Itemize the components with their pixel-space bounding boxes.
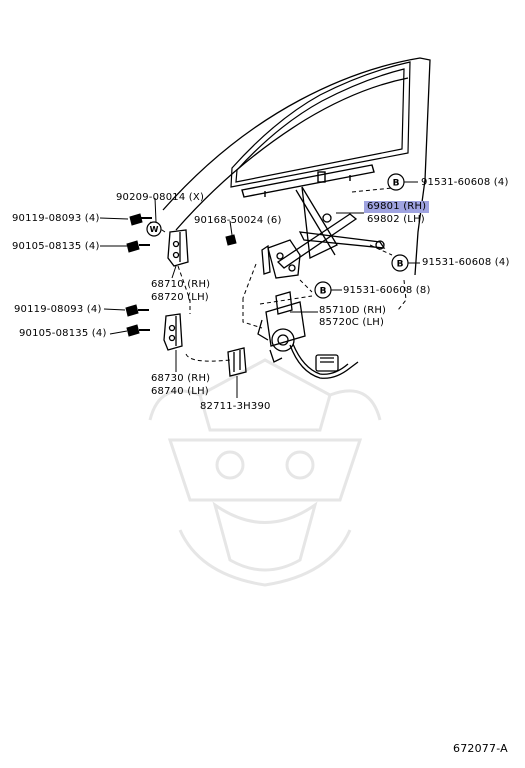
part-label-68740: 68740 (LH) (151, 386, 209, 397)
door-frame (162, 57, 431, 276)
leader-lines (99, 181, 420, 398)
callout-b-2: B (397, 260, 404, 270)
part-label-68720: 68720 (LH) (151, 292, 209, 303)
part-label-90119-08093-lower: 90119-08093 (4) (14, 304, 102, 315)
callout-circles (146, 173, 409, 299)
part-label-91531-60608-a: 91531-60608 (4) (421, 177, 509, 188)
diagram-code: 672077-A (453, 742, 508, 755)
hinge-bolts (125, 213, 237, 337)
regulator-assembly (261, 186, 386, 279)
wiring-connector (227, 347, 247, 377)
part-label-69802: 69802 (LH) (367, 214, 425, 225)
part-label-69801-highlighted: 69801 (RH) (364, 201, 430, 213)
part-label-91531-60608-b: 91531-60608 (4) (422, 257, 510, 268)
part-label-90119-08093-upper: 90119-08093 (4) (12, 213, 100, 224)
regulator-motor (257, 291, 306, 363)
callout-b-1: B (393, 179, 400, 189)
part-label-68710: 68710 (RH) (151, 279, 211, 290)
part-label-91531-60608-c: 91531-60608 (8) (343, 285, 431, 296)
part-label-90209-08014: 90209-08014 (X) (116, 192, 205, 203)
lower-hinge (163, 313, 183, 351)
callout-w: W (150, 225, 159, 234)
part-label-68730: 68730 (RH) (151, 373, 211, 384)
watermark-logo (148, 358, 382, 587)
motor-harness (289, 343, 359, 379)
part-label-85720c: 85720C (LH) (319, 317, 385, 328)
part-label-90105-08135-lower: 90105-08135 (4) (19, 328, 107, 339)
part-label-90168-50024: 90168-50024 (6) (194, 215, 282, 226)
part-label-82711-3h390: 82711-3H390 (200, 401, 271, 412)
glass-channel (241, 164, 375, 198)
part-label-85710d: 85710D (RH) (319, 305, 387, 316)
window-glass (230, 61, 411, 188)
part-label-90105-08135-upper: 90105-08135 (4) (12, 241, 100, 252)
upper-hinge (167, 229, 189, 267)
callout-b-3: B (320, 287, 327, 297)
dashed-leaders (149, 187, 407, 362)
